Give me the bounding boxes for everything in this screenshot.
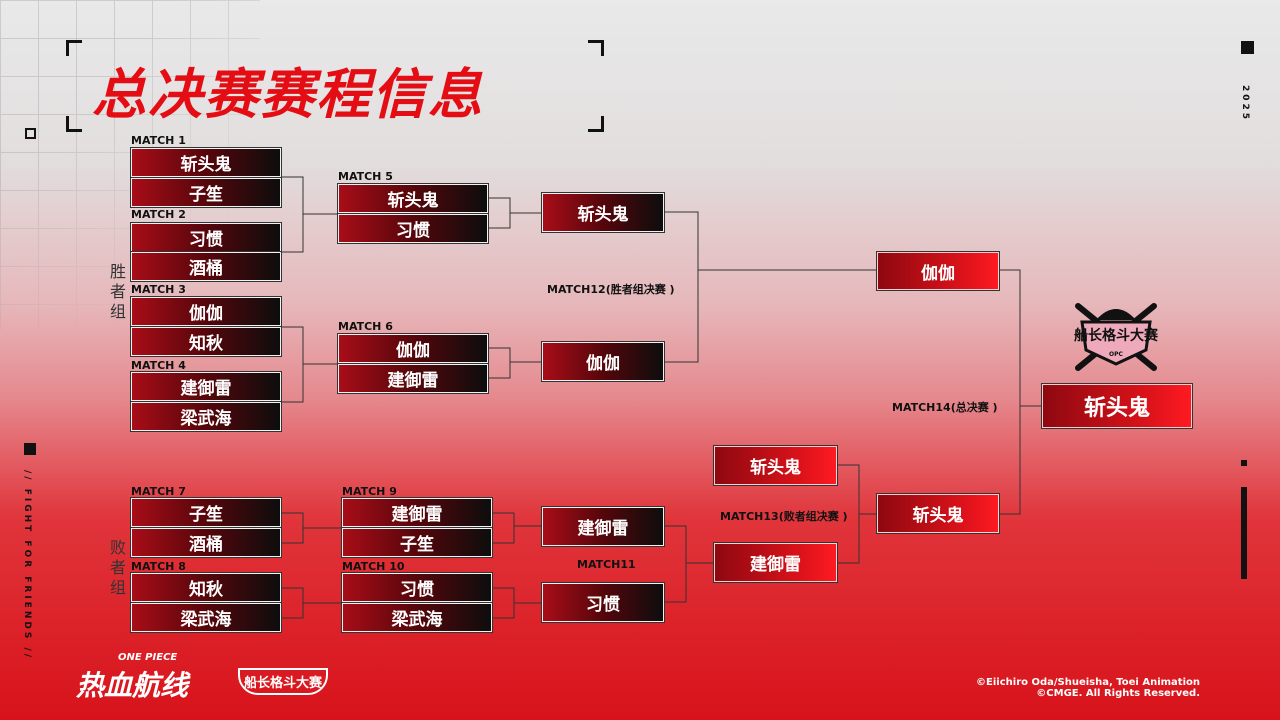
player-slot-m2: 习惯 <box>131 223 281 252</box>
game-logo: 热血航线 <box>76 669 189 702</box>
player-slot-m13: 建御雷 <box>714 543 837 582</box>
emblem-abbr: OPC <box>1109 351 1123 358</box>
match-label-m5: MATCH 5 <box>338 170 393 183</box>
losers-group-label: 败者组 <box>110 538 127 597</box>
match-label-m1: MATCH 1 <box>131 134 186 147</box>
square-icon <box>25 128 36 139</box>
match-label-m7: MATCH 7 <box>131 485 186 498</box>
match-label-m6: MATCH 6 <box>338 320 393 333</box>
match-label-m11: MATCH11 <box>577 558 636 571</box>
champion-slot: 斩头鬼 <box>1042 384 1192 428</box>
player-slot-wf: 伽伽 <box>877 252 999 290</box>
event-logo: 船长格斗大赛 <box>238 668 329 695</box>
player-slot-m5: 斩头鬼 <box>338 184 488 213</box>
player-slot-m7: 酒桶 <box>131 528 281 557</box>
match-label-m10: MATCH 10 <box>342 560 405 573</box>
page-title: 总决赛赛程信息 <box>92 63 484 126</box>
square-icon <box>24 443 36 455</box>
player-slot-m6: 伽伽 <box>338 334 488 363</box>
match-label-m12: MATCH12(胜者组决赛 ) <box>547 283 675 296</box>
match-label-m2: MATCH 2 <box>131 208 186 221</box>
square-icon <box>1241 41 1254 54</box>
player-slot-m3: 伽伽 <box>131 297 281 326</box>
player-slot-m11: 建御雷 <box>542 507 664 546</box>
player-slot-m2: 酒桶 <box>131 252 281 281</box>
player-slot-m13: 斩头鬼 <box>714 446 837 485</box>
player-slot-m5: 习惯 <box>338 214 488 243</box>
player-slot-m12: 伽伽 <box>542 342 664 381</box>
player-slot-m1: 斩头鬼 <box>131 148 281 177</box>
winners-group-label: 胜者组 <box>110 262 127 321</box>
player-slot-m8: 梁武海 <box>131 603 281 632</box>
player-slot-lf: 斩头鬼 <box>877 494 999 533</box>
player-slot-m1: 子笙 <box>131 178 281 207</box>
side-slogan: // FIGHT FOR FRIENDS // <box>22 470 32 661</box>
player-slot-m9: 建御雷 <box>342 498 492 527</box>
match-label-m14: MATCH14(总决赛 ) <box>892 401 998 414</box>
player-slot-m9: 子笙 <box>342 528 492 557</box>
player-slot-m11: 习惯 <box>542 583 664 622</box>
title-corner <box>588 116 604 132</box>
player-slot-m12: 斩头鬼 <box>542 193 664 232</box>
player-slot-m4: 建御雷 <box>131 372 281 401</box>
title-corner <box>66 116 82 132</box>
title-corner <box>66 40 82 56</box>
match-label-m9: MATCH 9 <box>342 485 397 498</box>
player-slot-m10: 习惯 <box>342 573 492 602</box>
match-label-m8: MATCH 8 <box>131 560 186 573</box>
player-slot-m3: 知秋 <box>131 327 281 356</box>
emblem-text: 船长格斗大赛 <box>1074 327 1159 344</box>
copyright-line: ©CMGE. All Rights Reserved. <box>1036 688 1200 699</box>
copyright: ©Eiichiro Oda/Shueisha, Toei Animation ©… <box>976 677 1200 699</box>
player-slot-m10: 梁武海 <box>342 603 492 632</box>
bar-decoration <box>1241 487 1247 579</box>
match-label-m13: MATCH13(败者组决赛 ) <box>720 510 848 523</box>
event-emblem: 船长格斗大赛 OPC <box>1074 303 1159 371</box>
game-logo-sub: ONE PIECE <box>118 652 178 663</box>
player-slot-m6: 建御雷 <box>338 364 488 393</box>
player-slot-m8: 知秋 <box>131 573 281 602</box>
match-label-m3: MATCH 3 <box>131 283 186 296</box>
match-label-m4: MATCH 4 <box>131 359 186 372</box>
year-text: 2025 <box>1240 85 1250 123</box>
square-icon <box>1241 460 1247 466</box>
player-slot-m4: 梁武海 <box>131 402 281 431</box>
copyright-line: ©Eiichiro Oda/Shueisha, Toei Animation <box>976 677 1200 688</box>
player-slot-m7: 子笙 <box>131 498 281 527</box>
title-corner <box>588 40 604 56</box>
